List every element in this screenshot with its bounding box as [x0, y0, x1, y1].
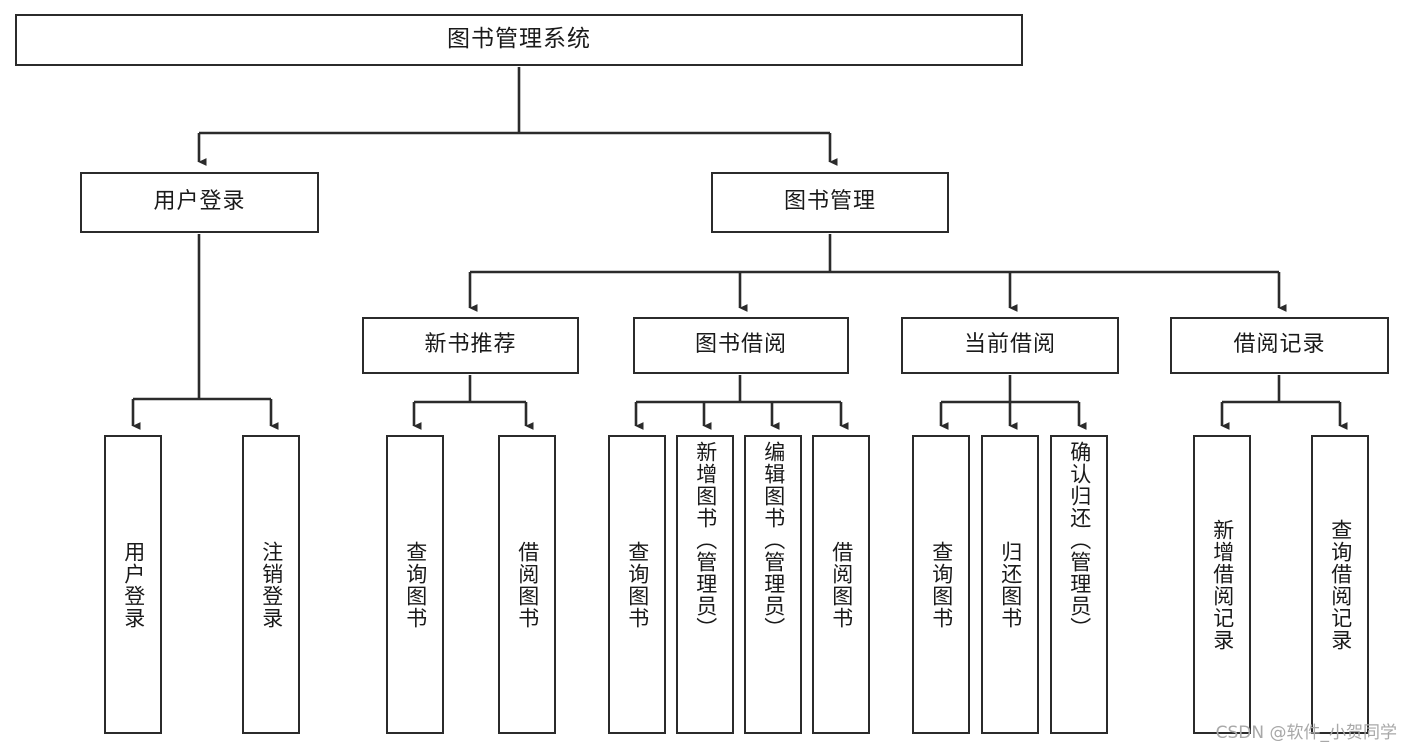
leaf-current-borrow-query-book[interactable]: 查询图书: [912, 435, 970, 734]
node-label: 借阅图书: [515, 540, 540, 629]
node-label: 查询借阅记录: [1328, 518, 1353, 651]
node-label: 编辑图书（管理员）: [761, 441, 786, 639]
watermark-text: CSDN @软件_小贺同学: [1215, 723, 1397, 743]
leaf-new-book-borrow-book[interactable]: 借阅图书: [498, 435, 556, 734]
leaf-borrow-record-add-record[interactable]: 新增借阅记录: [1193, 435, 1251, 734]
node-label: 图书管理: [783, 189, 876, 215]
leaf-book-borrow-query-book[interactable]: 查询图书: [608, 435, 666, 734]
node-label: 新增图书（管理员）: [693, 441, 718, 639]
leaf-book-borrow-edit-book-admin[interactable]: 编辑图书（管理员）: [744, 435, 802, 734]
node-label: 图书借阅: [694, 332, 787, 358]
node-current-borrow[interactable]: 当前借阅: [901, 317, 1119, 374]
node-label: 查询图书: [929, 540, 954, 629]
leaf-user-login-logout[interactable]: 注销登录: [242, 435, 300, 734]
node-user-login[interactable]: 用户登录: [80, 172, 319, 233]
node-label: 归还图书: [998, 540, 1023, 629]
leaf-current-borrow-return-book[interactable]: 归还图书: [981, 435, 1039, 734]
node-label: 查询图书: [625, 540, 650, 629]
leaf-book-borrow-add-book-admin[interactable]: 新增图书（管理员）: [676, 435, 734, 734]
leaf-user-login-login[interactable]: 用户登录: [104, 435, 162, 734]
node-label: 注销登录: [259, 540, 284, 629]
leaf-current-borrow-confirm-return-admin[interactable]: 确认归还（管理员）: [1050, 435, 1108, 734]
node-label: 查询图书: [403, 540, 428, 629]
leaf-new-book-query-book[interactable]: 查询图书: [386, 435, 444, 734]
node-new-book-recommend[interactable]: 新书推荐: [362, 317, 579, 374]
node-label: 用户登录: [121, 540, 146, 629]
node-label: 确认归还（管理员）: [1067, 441, 1092, 639]
node-label: 新书推荐: [424, 332, 517, 358]
node-book-borrow[interactable]: 图书借阅: [633, 317, 849, 374]
node-label: 借阅图书: [829, 540, 854, 629]
node-borrow-record[interactable]: 借阅记录: [1170, 317, 1389, 374]
leaf-book-borrow-borrow-book[interactable]: 借阅图书: [812, 435, 870, 734]
leaf-borrow-record-query-record[interactable]: 查询借阅记录: [1311, 435, 1369, 734]
node-label: 当前借阅: [963, 332, 1056, 358]
node-label: 新增借阅记录: [1210, 518, 1235, 651]
node-label: 图书管理系统: [447, 26, 591, 53]
node-root-book-management-system[interactable]: 图书管理系统: [15, 14, 1023, 66]
node-label: 用户登录: [153, 189, 246, 215]
node-book-management[interactable]: 图书管理: [711, 172, 949, 233]
node-label: 借阅记录: [1233, 332, 1326, 358]
